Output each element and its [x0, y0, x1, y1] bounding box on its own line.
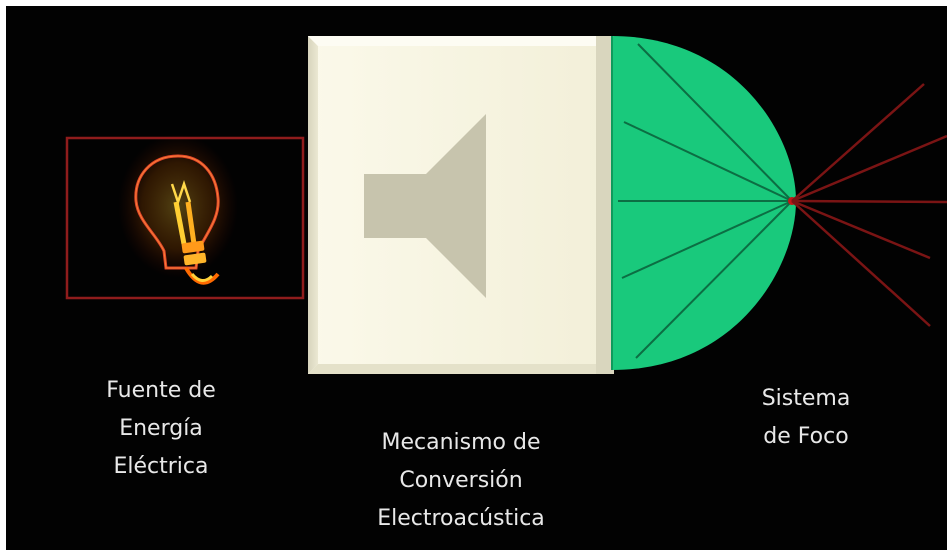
caption-line: de Foco	[763, 424, 849, 449]
mechanism-box-bevel-right	[596, 36, 614, 374]
speaker-shape	[364, 114, 486, 298]
caption-conversion-mechanism: Mecanismo de Conversión Electroacústica	[331, 424, 591, 538]
caption-line: Conversión	[399, 468, 523, 493]
reflector-focus-lines	[618, 43, 793, 359]
caption-line: Fuente de	[106, 378, 216, 403]
diagram-stage: Fuente de Energía Eléctrica Mecanismo de…	[6, 6, 947, 550]
speaker-icon	[364, 114, 486, 298]
parabolic-reflector-icon	[611, 36, 947, 370]
bulb-base-ring-1	[181, 240, 205, 254]
bulb-filament	[170, 180, 192, 206]
caption-energy-source: Fuente de Energía Eléctrica	[46, 372, 276, 486]
light-bulb-icon	[118, 134, 238, 285]
outgoing-rays	[791, 83, 947, 327]
reflector-dish	[612, 36, 796, 370]
diagram-graphic	[65, 36, 947, 374]
caption-line: Energía	[119, 416, 203, 441]
bulb-base-tip	[184, 266, 220, 285]
caption-focus-system: Sistema de Foco	[706, 380, 906, 456]
bulb-base-ring-2	[183, 252, 207, 266]
caption-line: Sistema	[761, 386, 851, 411]
caption-line: Electroacústica	[377, 506, 545, 531]
caption-line: Eléctrica	[113, 454, 209, 479]
caption-line: Mecanismo de	[381, 430, 541, 455]
